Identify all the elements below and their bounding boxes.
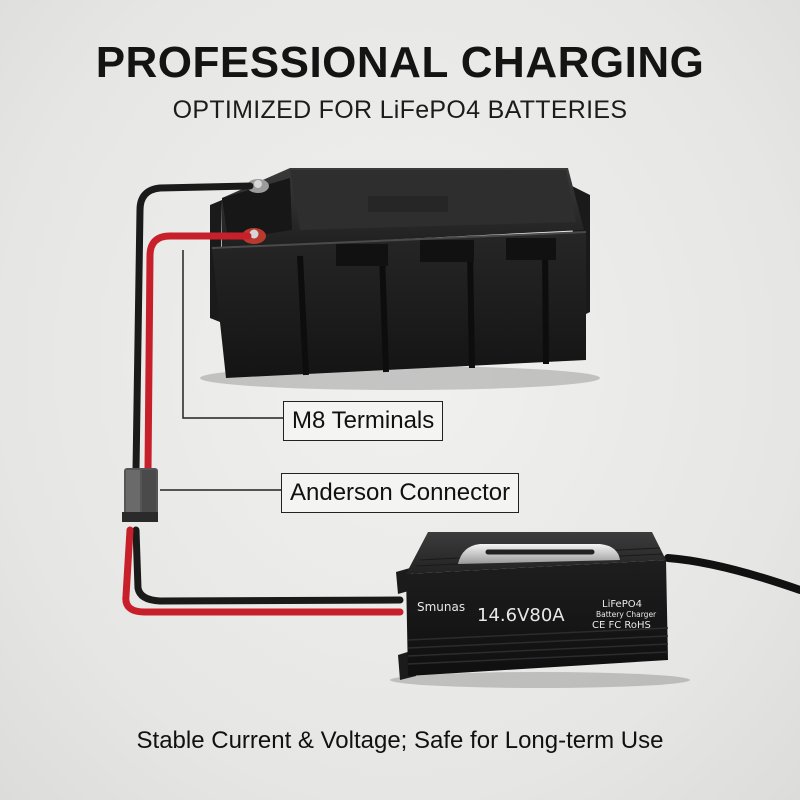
charger-rating: 14.6V80A bbox=[477, 605, 565, 626]
charger-chemistry: LiFePO4 bbox=[602, 599, 642, 610]
footer-tagline: Stable Current & Voltage; Safe for Long-… bbox=[136, 727, 664, 754]
charger-certs: CE FC RoHS bbox=[592, 620, 651, 631]
black-cable bbox=[132, 182, 254, 474]
battery bbox=[210, 168, 590, 378]
callout-lines bbox=[160, 250, 283, 491]
ac-cord bbox=[664, 554, 800, 594]
charger: Smunas 14.6V80A LiFePO4 Battery Charger … bbox=[390, 532, 690, 688]
callout-anderson-connector: Anderson Connector bbox=[281, 473, 520, 513]
page-subtitle: OPTIMIZED FOR LiFePO4 BATTERIES bbox=[172, 96, 628, 124]
charger-type: Battery Charger bbox=[596, 610, 657, 619]
cables bbox=[122, 182, 800, 616]
page-title: PROFESSIONAL CHARGING bbox=[95, 38, 705, 87]
charger-brand: Smunas bbox=[417, 600, 465, 614]
red-cable bbox=[144, 232, 252, 474]
anderson-connector bbox=[122, 468, 158, 522]
callout-m8-terminals: M8 Terminals bbox=[283, 401, 444, 441]
m8-terminals bbox=[242, 179, 269, 244]
